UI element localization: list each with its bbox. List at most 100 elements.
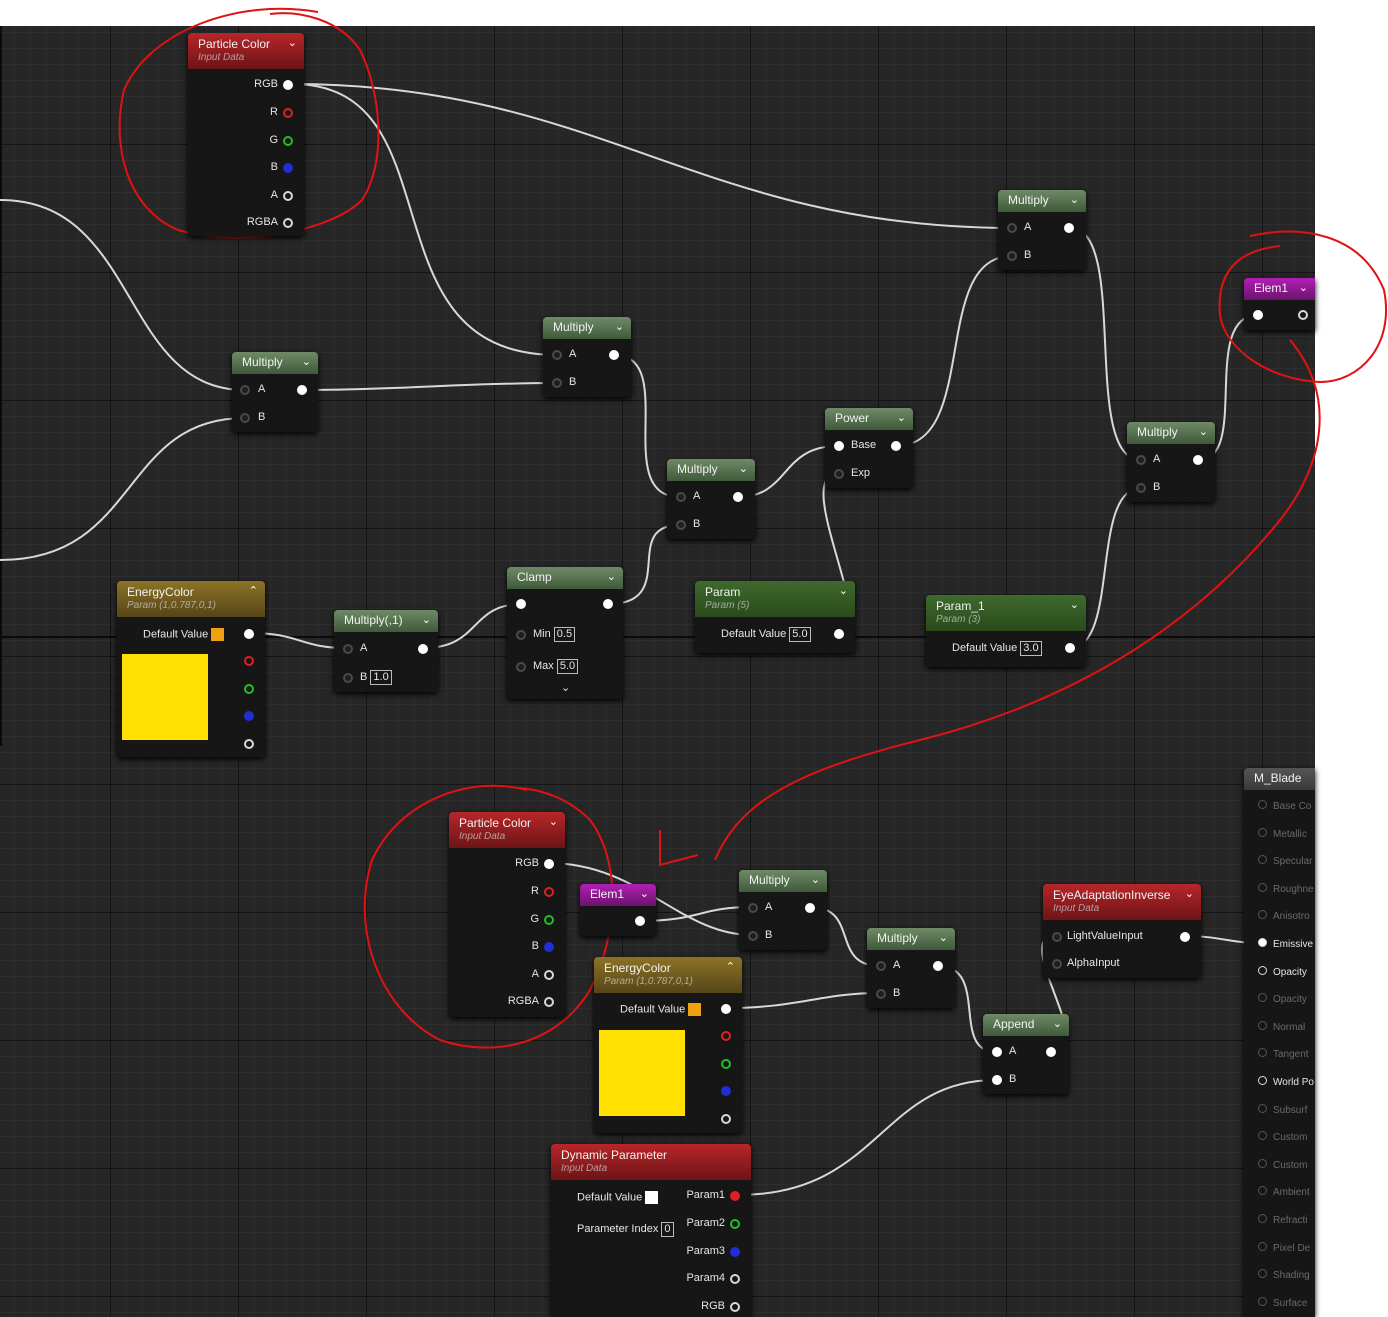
parameter-index-field[interactable]: 0 xyxy=(661,1222,674,1237)
input-pin[interactable] xyxy=(1258,827,1267,837)
input-pin-a[interactable] xyxy=(343,644,353,654)
chevron-down-icon[interactable]: ⌄ xyxy=(1198,426,1208,438)
input-pin[interactable] xyxy=(1258,855,1267,865)
power-node[interactable]: Power⌄ Base Exp xyxy=(825,408,913,488)
output-pin[interactable] xyxy=(933,961,943,971)
clamp-node[interactable]: Clamp⌄ Min 0.5 Max 5.0 ⌄ xyxy=(507,567,623,699)
material-input-row[interactable]: Pixel De xyxy=(1258,1241,1310,1254)
material-input-row[interactable]: Opacity xyxy=(1258,993,1307,1005)
input-pin-light-value[interactable] xyxy=(1052,932,1062,942)
default-value-field[interactable]: 5.0 xyxy=(789,627,811,642)
b-value-field[interactable]: 1.0 xyxy=(370,670,392,685)
input-pin[interactable] xyxy=(1258,910,1267,920)
chevron-down-icon[interactable]: ⌄ xyxy=(896,412,906,424)
material-input-row[interactable]: Subsurf xyxy=(1258,1103,1307,1116)
output-pin[interactable] xyxy=(609,350,619,360)
input-pin-a[interactable] xyxy=(1136,455,1146,465)
input-pin[interactable] xyxy=(1258,1269,1267,1279)
color-chip[interactable] xyxy=(688,1003,702,1016)
default-value-field[interactable]: 3.0 xyxy=(1020,641,1042,656)
output-pin[interactable] xyxy=(1180,932,1190,942)
output-pin[interactable] xyxy=(1064,223,1074,233)
input-pin[interactable] xyxy=(1258,1214,1267,1223)
material-input-row[interactable]: World Po xyxy=(1258,1076,1314,1088)
input-pin-b[interactable] xyxy=(1007,251,1017,261)
input-pin[interactable] xyxy=(1258,1048,1267,1058)
output-pin-b[interactable] xyxy=(544,942,554,952)
material-input-row[interactable]: Custom xyxy=(1258,1158,1307,1171)
output-pin[interactable] xyxy=(1065,643,1075,653)
output-pin-r[interactable] xyxy=(544,887,554,897)
output-pin-param2[interactable] xyxy=(730,1219,740,1229)
output-pin-rgba[interactable] xyxy=(544,997,554,1007)
output-pin-g[interactable] xyxy=(283,136,293,146)
output-pin[interactable] xyxy=(418,644,428,654)
input-pin-max[interactable] xyxy=(516,662,526,672)
chevron-down-icon[interactable]: ⌄ xyxy=(1069,599,1079,611)
output-pin-rgb[interactable] xyxy=(283,80,293,90)
output-pin[interactable] xyxy=(891,441,901,451)
input-pin-min[interactable] xyxy=(516,630,526,640)
material-input-row[interactable]: Refracti xyxy=(1258,1214,1307,1226)
chevron-down-icon[interactable]: ⌄ xyxy=(1069,194,1079,206)
input-pin-base[interactable] xyxy=(834,441,844,451)
chevron-down-icon[interactable]: ⌄ xyxy=(938,932,948,944)
material-input-row[interactable]: Surface xyxy=(1258,1296,1307,1309)
input-pin[interactable] xyxy=(1258,882,1267,892)
material-input-row[interactable]: Anisotro xyxy=(1258,910,1310,922)
min-value-field[interactable]: 0.5 xyxy=(553,627,576,642)
output-pin[interactable] xyxy=(603,599,613,609)
chevron-down-icon[interactable]: ⌄ xyxy=(838,585,848,597)
input-pin-a[interactable] xyxy=(552,350,562,360)
chevron-up-icon[interactable]: ⌃ xyxy=(248,585,258,597)
material-input-row[interactable]: Ambient xyxy=(1258,1186,1310,1198)
input-pin[interactable] xyxy=(1258,965,1267,975)
input-pin-b[interactable] xyxy=(552,378,562,388)
material-input-row[interactable]: Base Co xyxy=(1258,800,1311,812)
chevron-down-icon[interactable]: ⌄ xyxy=(1298,282,1308,294)
output-pin-g[interactable] xyxy=(544,915,554,925)
input-pin-exp[interactable] xyxy=(834,469,844,479)
chevron-down-icon[interactable]: ⌄ xyxy=(287,37,297,49)
output-pin-a[interactable] xyxy=(283,191,293,201)
output-pin[interactable] xyxy=(1046,1047,1056,1057)
input-pin-b[interactable] xyxy=(992,1075,1002,1085)
chevron-down-icon[interactable]: ⌄ xyxy=(548,816,558,828)
input-pin[interactable] xyxy=(1258,1186,1267,1196)
output-pin[interactable] xyxy=(1193,455,1203,465)
input-pin-b[interactable] xyxy=(748,931,758,941)
output-pin-b[interactable] xyxy=(283,163,293,173)
output-pin-r[interactable] xyxy=(244,656,254,666)
output-pin-a[interactable] xyxy=(544,970,554,980)
input-pin[interactable] xyxy=(1258,800,1267,809)
input-pin-a[interactable] xyxy=(876,961,886,971)
output-pin[interactable] xyxy=(297,385,307,395)
output-pin-param3[interactable] xyxy=(730,1247,740,1257)
output-pin-g[interactable] xyxy=(721,1059,731,1069)
input-pin[interactable] xyxy=(1258,993,1267,1003)
chevron-down-icon[interactable]: ⌄ xyxy=(614,321,624,333)
material-input-row[interactable]: Emissive xyxy=(1258,938,1313,950)
multiply-node[interactable]: Multiply⌄ A B xyxy=(998,190,1086,270)
output-pin[interactable] xyxy=(733,492,743,502)
input-pin-b[interactable] xyxy=(876,989,886,999)
input-pin[interactable] xyxy=(1258,1103,1267,1113)
input-pin-a[interactable] xyxy=(1007,223,1017,233)
output-pin-param1[interactable] xyxy=(730,1191,740,1201)
elem1-node[interactable]: Elem1⌄ xyxy=(1244,278,1315,330)
output-pin[interactable] xyxy=(834,629,844,639)
multiply-node[interactable]: Multiply⌄ A B xyxy=(667,459,755,539)
chevron-down-icon[interactable]: ⌄ xyxy=(301,356,311,368)
input-pin-a[interactable] xyxy=(992,1047,1002,1057)
material-input-row[interactable]: Normal xyxy=(1258,1020,1305,1033)
output-pin-rgb[interactable] xyxy=(730,1302,740,1312)
output-pin-b[interactable] xyxy=(244,711,254,721)
